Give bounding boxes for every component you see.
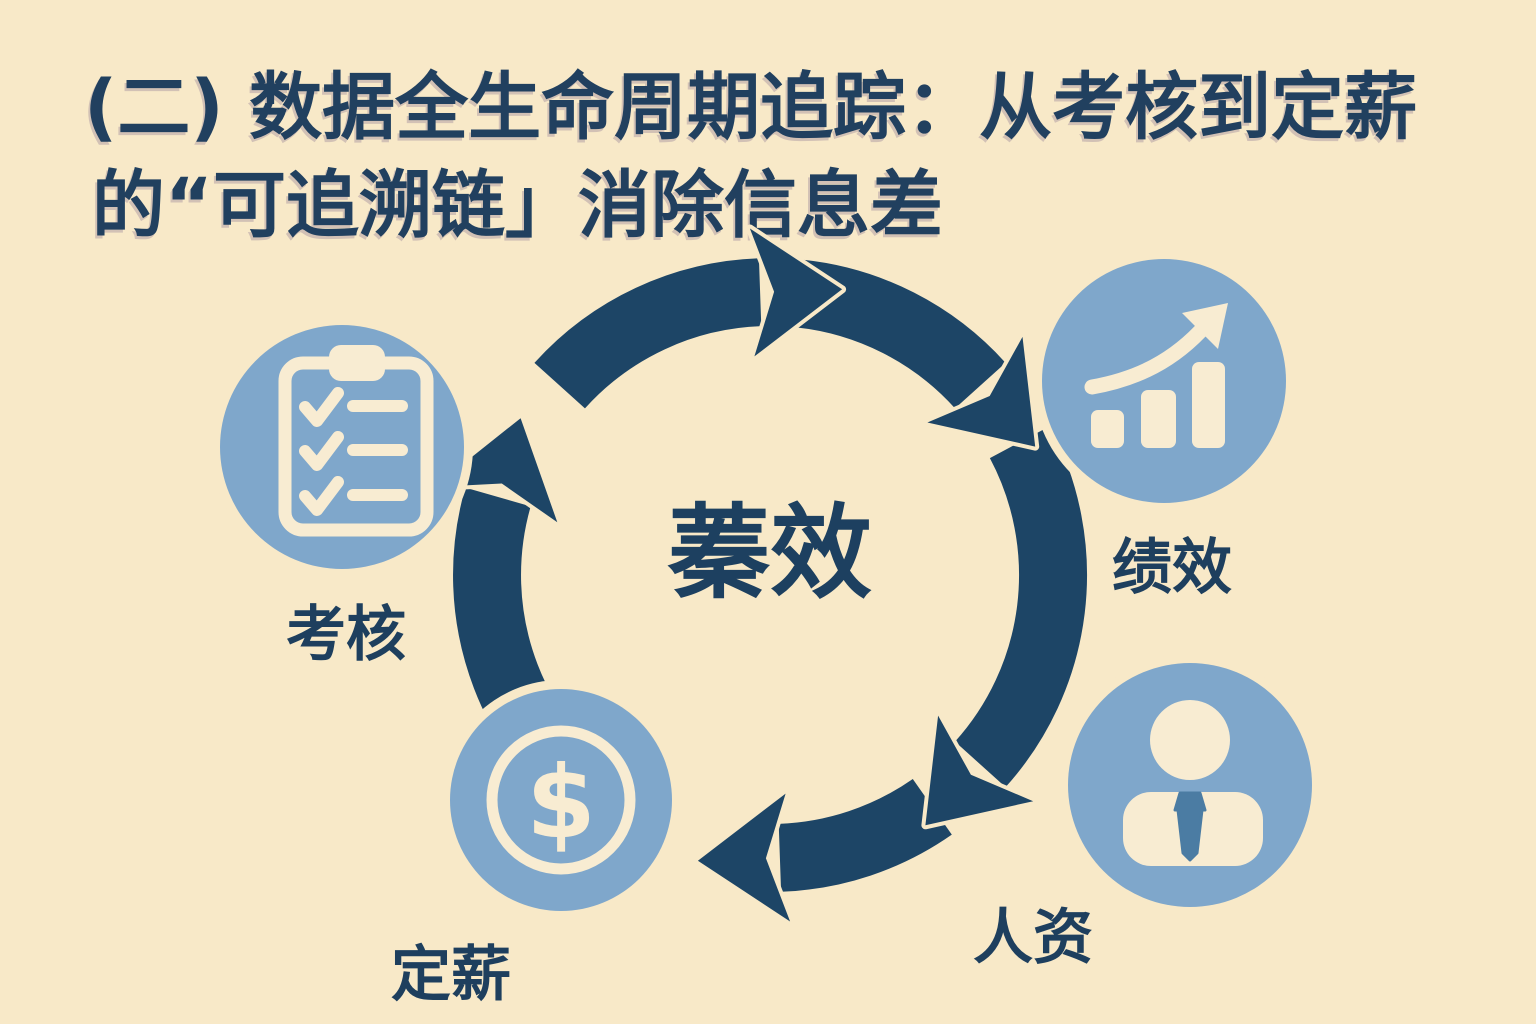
cycle-arrow-head [693, 789, 795, 926]
cycle-arrow-head [923, 332, 1040, 451]
node-salary: $ [450, 689, 672, 911]
node-assessment-label: 考核 [286, 600, 406, 670]
rising-bar-chart-icon [1084, 303, 1228, 448]
cycle-arrow-arc [954, 426, 1088, 788]
cycle-arrow-head [745, 224, 847, 361]
cycle-arrow-arc [534, 258, 762, 409]
dollar-coin-icon: $ [486, 725, 636, 875]
cycle-arrow-arc [778, 778, 952, 892]
person-tie-icon [1123, 700, 1263, 866]
page-title-line-1: (二) 数据全生命周期追踪：从考核到定薪 [84, 65, 1418, 150]
node-hr [1068, 663, 1312, 907]
node-performance-label: 绩效 [1112, 533, 1232, 603]
cycle-arrow-head [921, 711, 1038, 830]
cycle-arrow-arc [795, 259, 1006, 409]
node-performance [1042, 259, 1286, 503]
cycle-center-label: 蓁效 [668, 494, 872, 614]
cycle-arrow-head [430, 414, 562, 527]
node-assessment [220, 325, 464, 569]
node-hr-label: 人资 [973, 903, 1093, 973]
page-title-line-2: 的“可追溯链」消除信息差 [92, 163, 943, 248]
dollar-sign-glyph: $ [526, 744, 596, 861]
clipboard-checklist-icon [278, 345, 434, 537]
node-salary-label: 定薪 [391, 940, 511, 1010]
